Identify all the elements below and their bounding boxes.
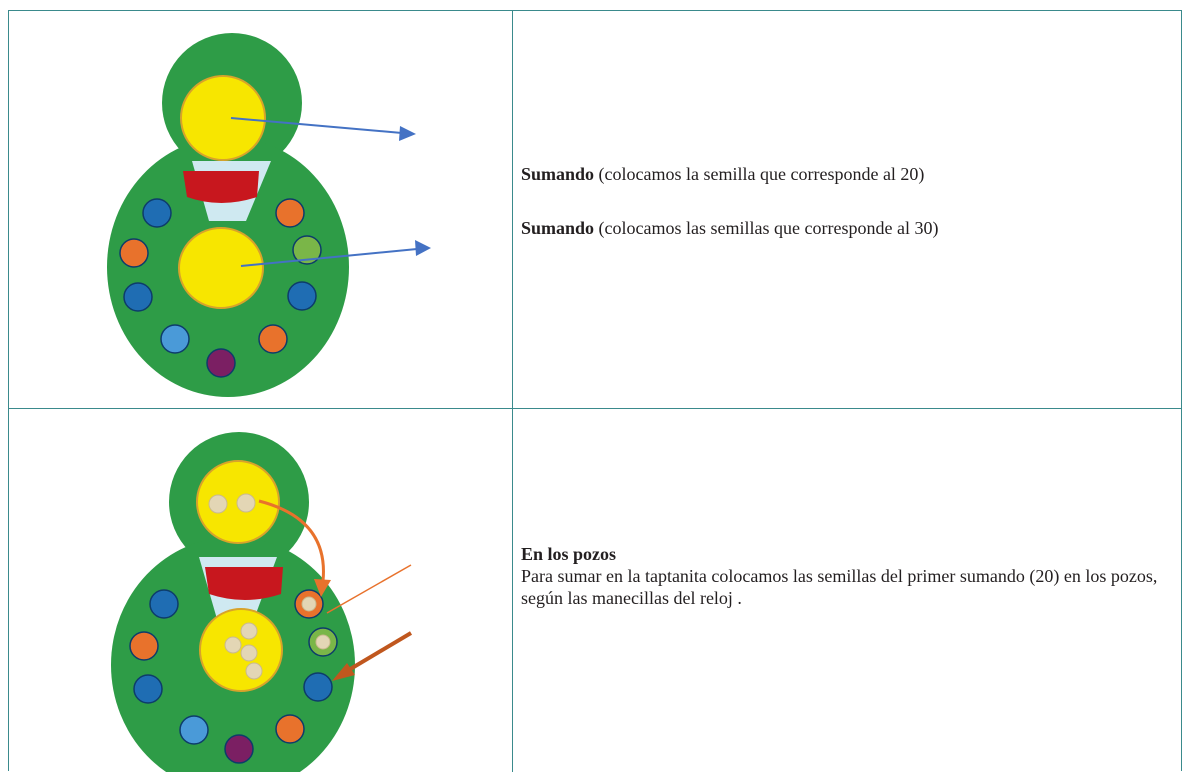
seed bbox=[245, 662, 263, 680]
seed bbox=[315, 634, 331, 650]
layout-table: Sumando (colocamos la semilla que corres… bbox=[8, 10, 1182, 772]
bold-label-1: Sumando bbox=[521, 164, 595, 184]
image-cell-2 bbox=[9, 409, 513, 772]
brown-arrow bbox=[332, 631, 413, 681]
top-yellow-well bbox=[180, 75, 266, 161]
paragraph-sumando-20: Sumando (colocamos la semilla que corres… bbox=[521, 163, 924, 185]
well-blue-left-1 bbox=[149, 589, 179, 619]
well-blue-left-2 bbox=[133, 674, 163, 704]
bottom-yellow-well bbox=[178, 227, 264, 309]
red-half-disk bbox=[205, 567, 283, 600]
table-row-1: Sumando (colocamos la semilla que corres… bbox=[9, 11, 1181, 409]
image-cell-1 bbox=[9, 11, 513, 408]
curved-orange-arrow bbox=[258, 499, 331, 597]
well-orange-left-1 bbox=[129, 631, 159, 661]
well-orange-right-1 bbox=[275, 198, 305, 228]
seed bbox=[224, 636, 242, 654]
thin-orange-line bbox=[326, 564, 412, 614]
well-purple-bottom bbox=[206, 348, 236, 378]
well-green-right bbox=[292, 235, 322, 265]
seed bbox=[301, 596, 317, 612]
taptana-diagram-2 bbox=[111, 432, 413, 772]
seed bbox=[240, 622, 258, 640]
well-blue-right-2 bbox=[303, 672, 333, 702]
well-blue-left-1 bbox=[142, 198, 172, 228]
well-lightblue-left bbox=[179, 715, 209, 745]
seed bbox=[208, 494, 228, 514]
seed bbox=[240, 644, 258, 662]
bottom-yellow-well bbox=[199, 608, 283, 692]
bold-label-2: Sumando bbox=[521, 218, 595, 238]
paragraph-text-2: (colocamos las semillas que corresponde … bbox=[594, 218, 939, 238]
arrow-blue-top bbox=[230, 117, 416, 141]
paragraph-text-1: (colocamos la semilla que corresponde al… bbox=[594, 164, 925, 184]
paragraph-body: Para sumar en la taptanita colocamos las… bbox=[521, 566, 1158, 608]
paragraph-en-los-pozos: En los pozos Para sumar en la taptanita … bbox=[521, 543, 1161, 609]
seed bbox=[236, 493, 256, 513]
well-orange-right-2 bbox=[275, 714, 305, 744]
taptana-diagram-1 bbox=[107, 33, 431, 397]
red-half-disk bbox=[183, 171, 259, 203]
well-orange-left-1 bbox=[119, 238, 149, 268]
text-cell-2: En los pozos Para sumar en la taptanita … bbox=[521, 409, 1173, 772]
well-blue-right-2 bbox=[287, 281, 317, 311]
table-row-2: En los pozos Para sumar en la taptanita … bbox=[9, 409, 1181, 772]
arrow-blue-bottom bbox=[240, 240, 431, 267]
heading-en-los-pozos: En los pozos bbox=[521, 544, 617, 564]
text-cell-1: Sumando (colocamos la semilla que corres… bbox=[521, 11, 1173, 408]
well-lightblue-left bbox=[160, 324, 190, 354]
well-blue-left-2 bbox=[123, 282, 153, 312]
paragraph-sumando-30: Sumando (colocamos las semillas que corr… bbox=[521, 217, 938, 239]
well-purple-bottom bbox=[224, 734, 254, 764]
well-orange-right-2 bbox=[258, 324, 288, 354]
